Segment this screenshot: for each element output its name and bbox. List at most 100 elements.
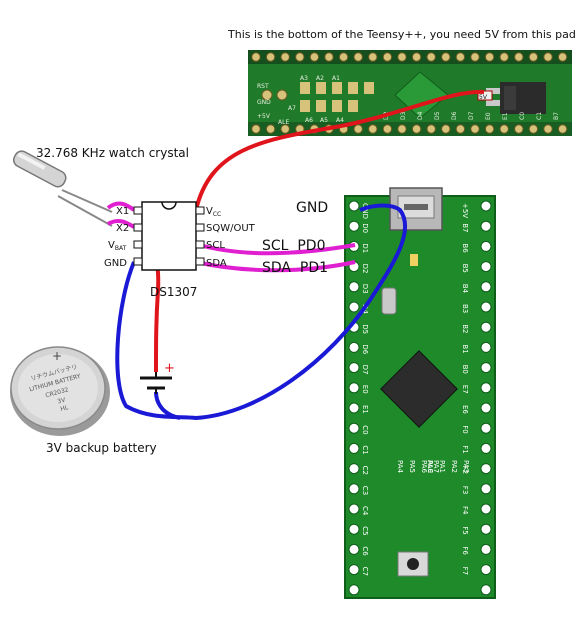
board-left-pin-label: C0 bbox=[361, 425, 369, 434]
board-pin-left bbox=[348, 382, 360, 394]
board-right-pin-label: E7 bbox=[461, 385, 469, 394]
battery-plus-sign: + bbox=[164, 361, 175, 376]
board-left-pin-label: GND bbox=[361, 203, 369, 219]
board-bottom-pad bbox=[382, 52, 393, 62]
pad-label-a5: A5 bbox=[320, 117, 328, 124]
board-right-pin-label: B0 bbox=[461, 365, 469, 374]
board-pin-left bbox=[348, 341, 360, 353]
board-left-pin-label: C2 bbox=[361, 466, 369, 475]
board-bottom-pad bbox=[470, 52, 480, 62]
board-bottom-pad bbox=[338, 52, 349, 62]
board-port-label: PA7 bbox=[432, 460, 440, 473]
board-bottom-pad bbox=[426, 52, 436, 62]
pin-gnd: GND bbox=[104, 258, 127, 269]
battery-symbol bbox=[140, 372, 172, 394]
coin-text-hl: HL bbox=[60, 404, 70, 413]
board-right-pin-label: B1 bbox=[461, 344, 469, 353]
board-bottom-pad bbox=[368, 124, 378, 134]
board-pin-right bbox=[480, 523, 492, 535]
pad-label-gnd: GND bbox=[257, 99, 271, 106]
board-right-pin-label: B5 bbox=[461, 264, 469, 273]
wire-vcc bbox=[194, 89, 485, 211]
label-sda-pd1: SDA PD1 bbox=[262, 260, 328, 276]
board-pin-left bbox=[348, 362, 360, 374]
board-bottom-pad bbox=[397, 52, 407, 62]
board-pin-right bbox=[480, 503, 492, 515]
label-scl-pd0: SCL PD0 bbox=[262, 238, 326, 254]
board-pin-right bbox=[480, 281, 492, 293]
board-bottom-pad bbox=[309, 52, 320, 62]
board-bottom-row-label: D7 bbox=[468, 111, 475, 120]
pad-label-a2: A2 bbox=[316, 75, 324, 82]
board-bottom-pad bbox=[295, 52, 305, 62]
pin-x1: X1 bbox=[116, 206, 129, 217]
wire-scl bbox=[195, 242, 356, 256]
wire-x2 bbox=[106, 218, 136, 229]
pin-vbat: VBAT bbox=[108, 240, 127, 252]
board-bottom-pad bbox=[382, 124, 393, 134]
board-bottom-pad bbox=[265, 52, 276, 62]
board-left-pin-label: D3 bbox=[361, 284, 369, 294]
board-pin-left bbox=[348, 503, 360, 515]
board-right-pin-label: +5V bbox=[461, 203, 469, 218]
board-bottom-pad bbox=[557, 52, 568, 62]
board-bottom-pad bbox=[426, 124, 436, 134]
teensy-board: GNDD0D1D2D3D4D5D6D7E0E1C0C1C2C3C4C5C6C7 … bbox=[344, 187, 496, 599]
board-bottom-pad bbox=[455, 124, 466, 134]
board-left-pin-label: C7 bbox=[361, 567, 369, 576]
board-port-label: PA2 bbox=[450, 460, 458, 473]
board-right-pin-label: F2 bbox=[461, 466, 469, 474]
board-right-pin-label: F7 bbox=[461, 567, 469, 575]
pad-label-rst: RST bbox=[257, 83, 269, 90]
board-left-pin-label: D1 bbox=[361, 243, 369, 253]
board-pin-right bbox=[480, 341, 492, 353]
board-bottom-pad bbox=[543, 124, 553, 134]
pin-scl: SCL bbox=[206, 240, 225, 251]
board-bottom-pad bbox=[484, 124, 495, 134]
board-bottom-pad bbox=[265, 124, 276, 134]
svg-text:+: + bbox=[52, 349, 62, 363]
board-bottom-pad bbox=[514, 52, 524, 62]
board-bottom-row-label: E0 bbox=[485, 112, 492, 120]
board-port-label: ALE bbox=[426, 460, 434, 473]
board-left-pin-label: C1 bbox=[361, 445, 369, 454]
board-pin-left bbox=[348, 301, 360, 313]
pin-x2: X2 bbox=[116, 223, 129, 234]
board-bottom-pad bbox=[557, 124, 568, 134]
board-pin-left bbox=[348, 564, 360, 576]
pin-sqw: SQW/OUT bbox=[206, 223, 256, 234]
board-bottom-pad bbox=[470, 124, 480, 134]
board-bottom-row-label: D3 bbox=[400, 111, 407, 120]
board-bottom-pad bbox=[484, 52, 495, 62]
board-left-pin-label: C6 bbox=[361, 546, 369, 556]
board-left-pin-label: E1 bbox=[361, 405, 369, 414]
board-port-label: PA4 bbox=[396, 460, 404, 474]
board-bottom-pad bbox=[251, 52, 261, 62]
board-bottom-pad bbox=[499, 52, 509, 62]
board-right-pin-label: B7 bbox=[461, 223, 469, 232]
board-bottom-pad bbox=[353, 52, 363, 62]
board-pin-left bbox=[348, 523, 360, 535]
wire-x1 bbox=[106, 201, 136, 212]
board-pin-right bbox=[480, 543, 492, 555]
board-pin-right bbox=[480, 584, 492, 596]
pad-label-ale: ALE bbox=[278, 119, 289, 126]
coin-cell-battery: + リチウムバッテリ LITHIUM BATTERY CR2032 3V HL bbox=[10, 346, 110, 436]
board-bottom-pad bbox=[251, 124, 261, 134]
board-bottom-pad bbox=[353, 124, 363, 134]
board-right-pin-label: F4 bbox=[461, 506, 469, 515]
board-bottom-pad bbox=[441, 124, 451, 134]
pad-label-a4: A4 bbox=[336, 117, 344, 124]
board-pin-left bbox=[348, 422, 360, 434]
board-left-pin-label: E0 bbox=[361, 385, 369, 394]
board-pin-left bbox=[348, 442, 360, 454]
board-bottom-pad bbox=[528, 124, 539, 134]
board-left-pin-label: D7 bbox=[361, 365, 369, 375]
pad-label-a7: A7 bbox=[288, 105, 296, 112]
board-right-pin-label: F0 bbox=[461, 425, 469, 433]
board-left-pin-label: D6 bbox=[361, 344, 369, 354]
board-right-pin-label: F6 bbox=[461, 546, 469, 555]
board-pin-left bbox=[348, 543, 360, 555]
teensy-bottom-photo: RST GND +5V ALE A7 A6 A5 A4 A3 A2 A1 5V … bbox=[248, 50, 572, 136]
board-right-pin-label: F1 bbox=[461, 445, 469, 453]
